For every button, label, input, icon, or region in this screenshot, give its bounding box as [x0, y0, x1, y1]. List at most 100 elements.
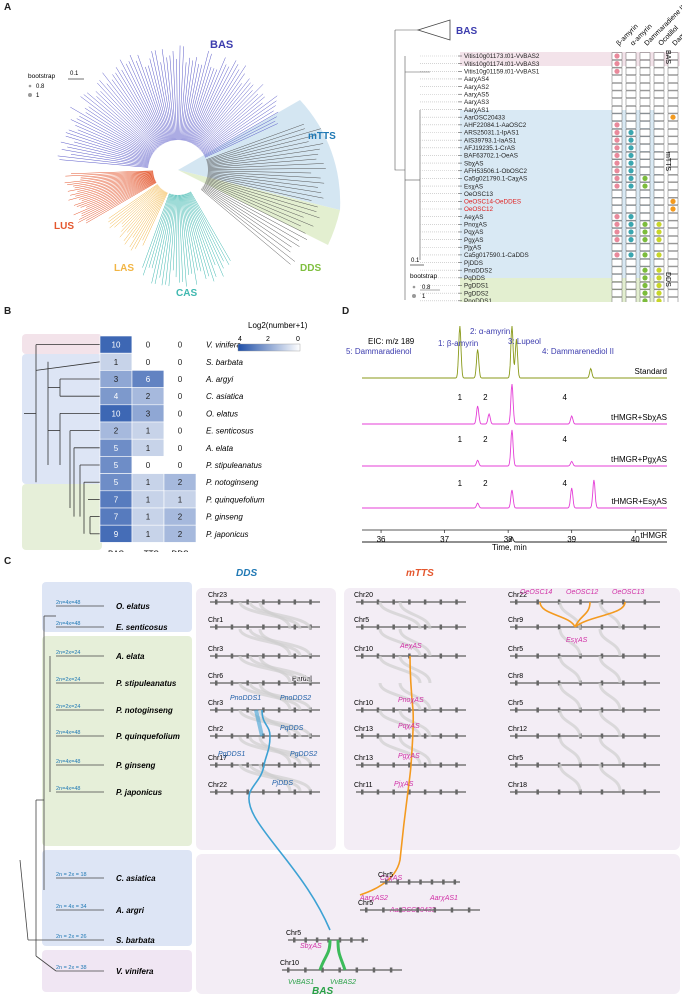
mtts-gene-label: SbχAS [300, 943, 322, 950]
gene-label: AarχAS3 [464, 99, 490, 106]
gene-label: ARS25031.1-IpAS1 [464, 130, 519, 137]
mtts-gene-label: AarχAS1 [429, 895, 458, 902]
product-dot [614, 129, 620, 136]
heat-value: 9 [114, 530, 119, 539]
heat-value: 0 [178, 461, 183, 470]
product-dot [642, 267, 648, 273]
gene-label: Vitis10g01174.t01-VvBAS3 [464, 61, 540, 68]
chromosome-label: Chr3 [208, 646, 223, 653]
dot-cell [639, 128, 651, 137]
x-tick: 39 [567, 535, 576, 544]
peak-number: 4 [563, 479, 568, 488]
product-dot [628, 145, 634, 151]
dot-cell [639, 159, 651, 167]
dds-gene-label: PgDDS1 [218, 751, 245, 758]
dot-cell [667, 128, 679, 137]
gene-label: PgχAS [464, 237, 483, 244]
c-species-name: P. quinquefolium [116, 732, 180, 741]
x-tick: 38 [504, 535, 513, 544]
dot-cell [625, 52, 637, 60]
product-dot [670, 206, 676, 212]
product-dot [642, 237, 648, 243]
product-dot [628, 252, 634, 258]
species-label: E. senticosus [206, 427, 254, 436]
species-label: P. quinquefolium [206, 495, 265, 504]
gene-label: BAF63702.1-OeAS [464, 153, 518, 160]
bootstrap-1: 1 [36, 93, 40, 99]
clade-dds-label: DDS [300, 263, 321, 274]
heat-value: 3 [114, 375, 119, 384]
dot-cell [667, 106, 679, 114]
trace-label: Standard [635, 367, 667, 376]
heat-value: 7 [114, 513, 119, 522]
heat-tick-2: 2 [266, 336, 270, 343]
dot-cell [639, 83, 651, 91]
dot-cell [625, 98, 637, 106]
gene-label: AHF22084.1-AaOSC2 [464, 122, 527, 129]
dot-cell [611, 113, 623, 121]
dot-cell [667, 121, 679, 129]
product-dot [642, 229, 648, 235]
dot-cell [653, 190, 665, 198]
bottom-title-bas: BAS [312, 986, 333, 997]
dot-cell [667, 83, 679, 91]
species-label: S. barbata [206, 358, 243, 367]
chromosome-label: Chr23 [208, 592, 227, 599]
product-dot [642, 252, 648, 258]
dot-cell [625, 67, 637, 76]
c-species-name: S. barbata [116, 936, 155, 945]
product-dot [628, 137, 634, 143]
gene-label: AIS39793.1-IaAS1 [464, 137, 517, 144]
species-label: A. elata [205, 444, 234, 453]
product-dot [614, 214, 620, 220]
product-dot [642, 175, 648, 181]
heat-col-label: mTTS [137, 549, 159, 552]
product-dot [614, 221, 620, 227]
dot-cell [667, 220, 679, 229]
gene-label: AarχAS2 [464, 84, 490, 91]
dot-cell [625, 259, 637, 267]
dot-cell [611, 259, 623, 267]
dot-cell [639, 52, 651, 60]
c-species-name: C. asiatica [116, 874, 156, 883]
dot-cell [667, 243, 679, 251]
heat-value: 5 [114, 444, 119, 453]
gene-label: PnoDDS1 [464, 298, 492, 302]
dot-cell [625, 274, 637, 282]
panel-a: BAS mTTS LUS LAS CAS DDS bootstrap 0.8 1… [28, 4, 682, 302]
dot-cell [639, 60, 651, 68]
dot-cell [639, 151, 651, 160]
dot-cell [653, 121, 665, 129]
heat-col-label: BAS [108, 549, 124, 552]
product-dot [614, 53, 620, 59]
dot-cell [625, 121, 637, 129]
heat-value: 0 [178, 409, 183, 418]
x-tick: 37 [440, 535, 449, 544]
dot-cell [611, 274, 623, 282]
chromosome-label: Chr20 [354, 592, 373, 599]
dot-cell [625, 197, 637, 206]
product-dot [628, 168, 634, 174]
dot-cell [653, 259, 665, 267]
heat-value: 0 [178, 392, 183, 401]
product-dot [656, 237, 662, 243]
dot-cell [653, 151, 665, 160]
product-dot [628, 183, 634, 189]
chromosome-label: Chr13 [354, 755, 373, 762]
chromosome-label: Chr5 [354, 617, 369, 624]
bas-gene-label: VvBAS1 [288, 979, 314, 986]
peak-label-2: 2: α-amyrin [470, 327, 510, 336]
peak-number: 1 [458, 435, 463, 444]
product-dot [656, 229, 662, 235]
dot-cell [653, 136, 665, 144]
dot-cell [667, 274, 679, 282]
dot-cell [639, 113, 651, 121]
dot-cell [667, 297, 679, 302]
product-dot [614, 137, 620, 143]
chromosome-label: Chr5 [508, 646, 523, 653]
chromatogram-trace [362, 325, 667, 379]
product-dot [670, 198, 676, 204]
heat-value: 0 [146, 341, 151, 350]
